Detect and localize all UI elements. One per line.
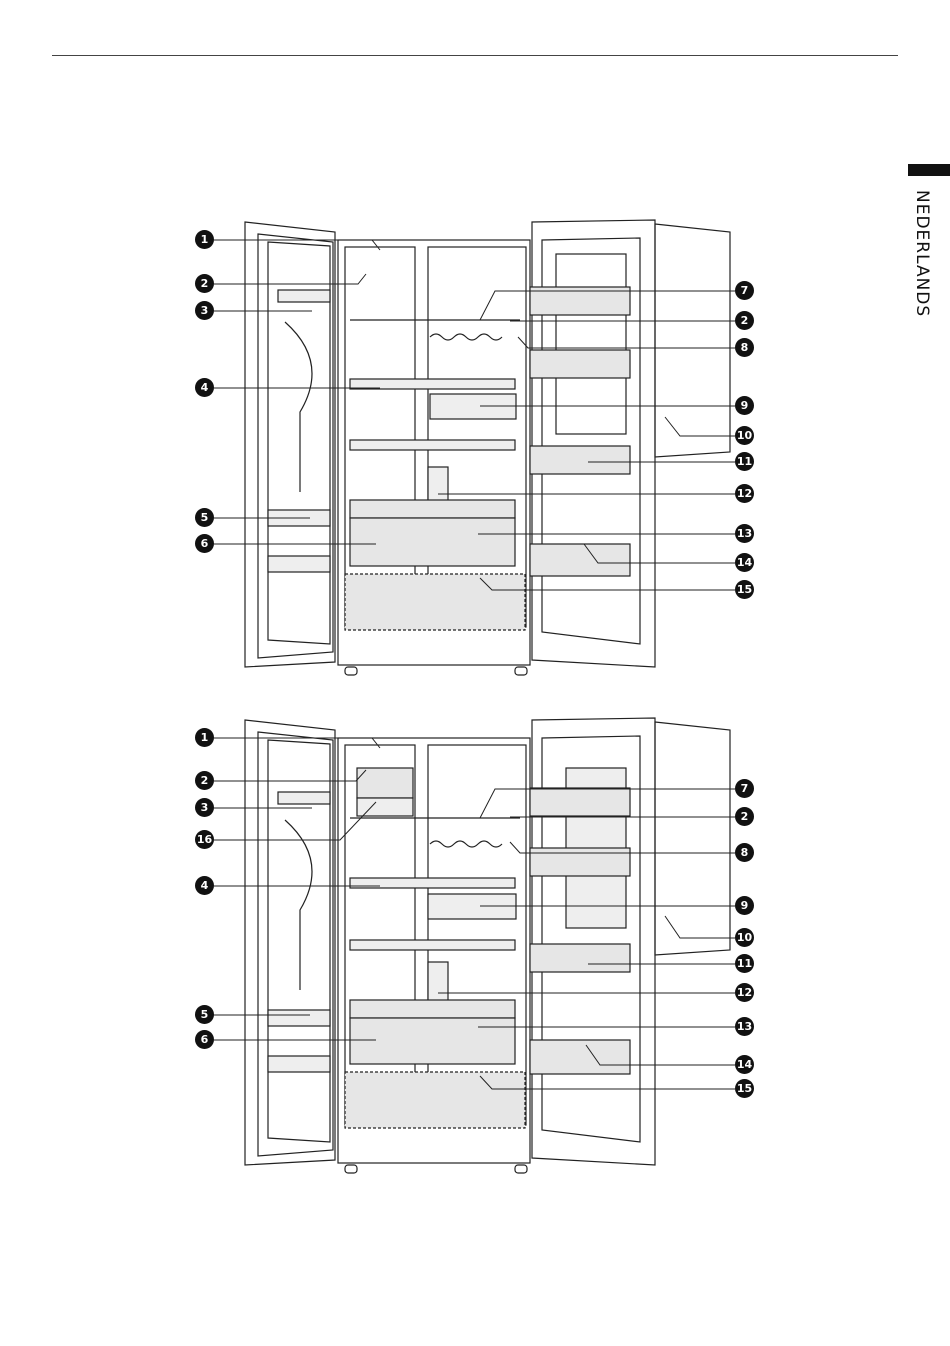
- callout-number: 2: [735, 807, 754, 826]
- callout-number: 9: [735, 396, 754, 415]
- callout-number: 9: [735, 896, 754, 915]
- callout-number: 15: [735, 580, 754, 599]
- callout-number: 3: [195, 301, 214, 320]
- language-tab-marker: [908, 164, 950, 176]
- refrigerator-drawing: [0, 212, 950, 692]
- callout-number: 4: [195, 378, 214, 397]
- callout-number: 10: [735, 426, 754, 445]
- header-rule: [52, 55, 898, 56]
- callout-number: 5: [195, 508, 214, 527]
- callout-number: 12: [735, 983, 754, 1002]
- callout-number: 8: [735, 338, 754, 357]
- callout-number: 2: [195, 771, 214, 790]
- callout-number: 11: [735, 954, 754, 973]
- callout-number: 10: [735, 928, 754, 947]
- callout-number: 5: [195, 1005, 214, 1024]
- callout-number: 7: [735, 779, 754, 798]
- callout-number: 2: [735, 311, 754, 330]
- callout-number: 1: [195, 728, 214, 747]
- callout-number: 16: [195, 830, 214, 849]
- callout-number: 8: [735, 843, 754, 862]
- callout-number: 7: [735, 281, 754, 300]
- callout-number: 12: [735, 484, 754, 503]
- callout-number: 13: [735, 1017, 754, 1036]
- callout-number: 3: [195, 798, 214, 817]
- callout-number: 6: [195, 534, 214, 553]
- callout-number: 13: [735, 524, 754, 543]
- callout-number: 1: [195, 230, 214, 249]
- callout-number: 14: [735, 1055, 754, 1074]
- callout-number: 2: [195, 274, 214, 293]
- callout-number: 11: [735, 452, 754, 471]
- refrigerator-drawing: [0, 710, 950, 1190]
- callout-number: 15: [735, 1079, 754, 1098]
- callout-number: 4: [195, 876, 214, 895]
- callout-number: 6: [195, 1030, 214, 1049]
- callout-number: 14: [735, 553, 754, 572]
